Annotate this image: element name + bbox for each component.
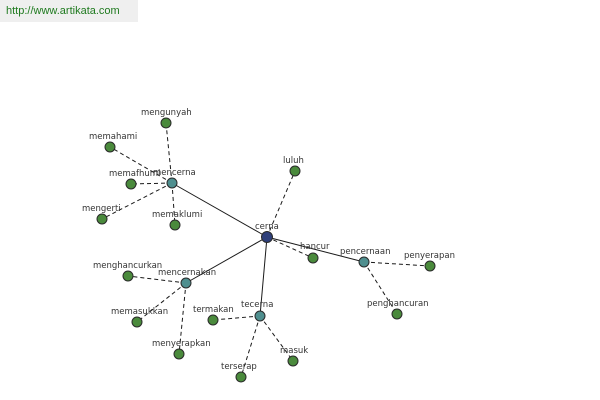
edge-cerna-luluh [266,170,296,238]
node-menghancurkan[interactable] [122,270,134,282]
node-label-penghancuran[interactable]: penghancuran [367,299,429,309]
node-penghancuran[interactable] [391,308,403,320]
node-label-memafhumi[interactable]: memafhumi [109,169,160,179]
node-label-memahami[interactable]: memahami [89,132,137,142]
node-label-tecerna[interactable]: tecerna [241,300,273,310]
edge-tecerna-terserap [240,315,261,378]
node-mengunyah[interactable] [160,117,172,129]
node-label-penyerapan[interactable]: penyerapan [404,251,455,261]
edge-mencerna-mengunyah [165,122,173,184]
node-mengerti[interactable] [96,213,108,225]
edge-mencernakan-memasukkan [136,282,187,323]
edge-tecerna-termakan [212,315,261,321]
node-memaklumi[interactable] [169,219,181,231]
node-label-pencernaan[interactable]: pencernaan [340,247,390,257]
node-pencernaan[interactable] [358,256,370,268]
node-label-termakan[interactable]: termakan [193,305,234,315]
node-termakan[interactable] [207,314,219,326]
edge-cerna-hancur [266,236,314,259]
node-label-memaklumi[interactable]: memaklumi [152,210,202,220]
node-label-cerna[interactable]: cerna [255,222,279,232]
edge-cerna-mencerna [171,182,268,238]
node-label-mengunyah[interactable]: mengunyah [141,108,192,118]
node-mencerna[interactable] [166,177,178,189]
edge-mencernakan-menghancurkan [127,275,187,284]
node-memafhumi[interactable] [125,178,137,190]
edge-mencerna-memaklumi [171,182,176,226]
node-label-mengerti[interactable]: mengerti [82,204,121,214]
node-masuk[interactable] [287,355,299,367]
node-mencernakan[interactable] [180,277,192,289]
node-label-masuk[interactable]: masuk [280,346,308,356]
node-label-mencerna[interactable]: mencerna [153,168,196,178]
nodes-layer [96,117,436,383]
edge-cerna-mencernakan [185,236,268,284]
node-label-memasukkan[interactable]: memasukkan [111,307,168,317]
node-hancur[interactable] [307,252,319,264]
node-label-hancur[interactable]: hancur [300,242,330,252]
edge-pencernaan-penghancuran [363,261,398,315]
node-memahami[interactable] [104,141,116,153]
node-menyerapkan[interactable] [173,348,185,360]
edge-cerna-pencernaan [266,236,365,263]
edge-pencernaan-penyerapan [363,261,431,267]
source-url-banner[interactable]: http://www.artikata.com [0,0,138,22]
edge-mencerna-mengerti [101,182,173,220]
node-penyerapan[interactable] [424,260,436,272]
node-label-menyerapkan[interactable]: menyerapkan [152,339,211,349]
node-tecerna[interactable] [254,310,266,322]
edge-mencernakan-menyerapkan [178,282,187,355]
node-memasukkan[interactable] [131,316,143,328]
edge-tecerna-masuk [259,315,294,362]
node-label-terserap[interactable]: terserap [221,362,257,372]
node-label-luluh[interactable]: luluh [283,156,304,166]
node-label-menghancurkan[interactable]: menghancurkan [93,261,162,271]
node-label-mencernakan[interactable]: mencernakan [158,268,216,278]
edges-layer [101,122,431,378]
node-cerna[interactable] [261,231,273,243]
node-luluh[interactable] [289,165,301,177]
edge-mencerna-memahami [109,146,173,184]
edge-cerna-tecerna [259,236,268,317]
node-terserap[interactable] [235,371,247,383]
edge-mencerna-memafhumi [130,182,173,185]
labels-layer: cerna mencerna mencernakan tecerna pencernaa… [82,108,455,372]
